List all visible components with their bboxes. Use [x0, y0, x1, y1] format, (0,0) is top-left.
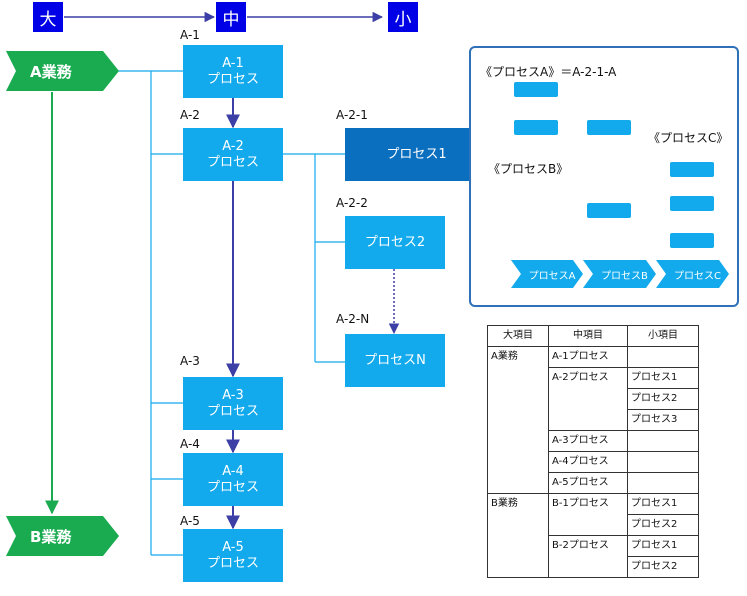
cell-small: プロセス1: [627, 493, 699, 515]
cell-mid: A-2プロセス: [548, 367, 628, 431]
process-a4-label: プロセス: [206, 479, 259, 495]
table-row: プロセス2: [488, 556, 699, 578]
cell-mid: A-4プロセス: [548, 451, 628, 473]
code-a5: A-5: [180, 514, 200, 528]
cell-small: [627, 472, 699, 494]
process-chevrons: [511, 260, 729, 288]
table-row: A-3プロセス: [488, 430, 699, 452]
cell-mid: B-1プロセス: [548, 493, 628, 536]
flow-step-a1: [514, 82, 558, 97]
cell-small: プロセス1: [627, 535, 699, 557]
table-row: A-5プロセス: [488, 472, 699, 494]
flow-step-c1: [670, 162, 714, 177]
process-2-box[interactable]: プロセス2: [345, 216, 445, 269]
level-minor-header: 小: [388, 2, 418, 32]
cell-small: プロセス1: [627, 367, 699, 389]
chevron-process-a: プロセスA: [528, 270, 576, 282]
panel-title-process-a: 《プロセスA》＝A-2-1-A: [480, 65, 617, 79]
hierarchy-table: 大項目 中項目 小項目 A業務 A-1プロセス A-2プロセス プロセス1 プロ…: [487, 325, 699, 578]
cell-small: プロセス2: [627, 514, 699, 536]
process-n-label: プロセスN: [364, 352, 426, 368]
process-a5-code: A-5: [222, 539, 244, 555]
process-a3-code: A-3: [222, 387, 244, 403]
process-1-box[interactable]: プロセス1: [345, 128, 488, 181]
cell-small: プロセス2: [627, 388, 699, 410]
b-business-tag: B業務: [30, 527, 72, 546]
cell-mid: A-1プロセス: [548, 346, 628, 368]
header-major: 大項目: [487, 325, 549, 347]
cell-small: [627, 430, 699, 452]
cell-mid: A-5プロセス: [548, 472, 628, 494]
code-a2n: A-2-N: [336, 312, 370, 326]
process-a3-label: プロセス: [206, 403, 259, 419]
process-a2-code: A-2: [222, 138, 244, 154]
process-a5-label: プロセス: [206, 555, 259, 571]
a-business-tag-shape: [6, 51, 119, 91]
process-a3-box[interactable]: A-3 プロセス: [183, 377, 283, 430]
cell-small: プロセス2: [627, 556, 699, 578]
flow-step-c3: [670, 233, 714, 248]
flow-step-a3: [587, 120, 631, 135]
cell-small: [627, 346, 699, 368]
table-row: B-2プロセス プロセス1: [488, 535, 699, 578]
code-a4: A-4: [180, 437, 200, 451]
chevron-process-b: プロセスB: [601, 270, 648, 282]
cell-a-major: A業務: [487, 346, 549, 494]
process-n-box[interactable]: プロセスN: [345, 334, 445, 387]
flow-step-c2: [670, 196, 714, 211]
flow-step-b1: [587, 203, 631, 218]
process-a2-box[interactable]: A-2 プロセス: [183, 128, 283, 181]
code-a2: A-2: [180, 108, 200, 122]
header-minor: 小項目: [627, 325, 699, 347]
panel-title-process-c: 《プロセスC》: [648, 131, 729, 145]
cell-b-major: B業務: [487, 493, 549, 578]
flow-step-a2: [514, 120, 558, 135]
panel-title-process-b: 《プロセスB》: [488, 162, 569, 176]
process-a5-box[interactable]: A-5 プロセス: [183, 529, 283, 582]
table-row: A業務 A-1プロセス: [487, 346, 699, 494]
process-a1-box[interactable]: A-1 プロセス: [183, 45, 283, 98]
a-business-tag: A業務: [30, 62, 72, 81]
level-middle-header: 中: [216, 2, 246, 32]
cell-small: プロセス3: [627, 409, 699, 431]
table-row: A-2プロセス プロセス1: [488, 367, 699, 431]
table-header-row: 大項目 中項目 小項目: [487, 325, 699, 347]
process-a1-code: A-1: [222, 55, 244, 71]
level-major-header: 大: [33, 2, 63, 32]
chevron-process-c: プロセスC: [674, 270, 721, 282]
process-a4-code: A-4: [222, 463, 244, 479]
b-business-tag-shape: [6, 516, 119, 556]
code-a22: A-2-2: [336, 196, 368, 210]
header-middle: 中項目: [548, 325, 628, 347]
cell-mid: A-3プロセス: [548, 430, 628, 452]
process-a4-box[interactable]: A-4 プロセス: [183, 453, 283, 506]
process-a2-label: プロセス: [206, 154, 259, 170]
code-a1: A-1: [180, 28, 200, 42]
table-row: B業務 B-1プロセス プロセス1: [487, 493, 699, 578]
process-2-label: プロセス2: [364, 234, 426, 250]
process-a1-label: プロセス: [206, 71, 259, 87]
code-a21: A-2-1: [336, 108, 368, 122]
code-a3: A-3: [180, 354, 200, 368]
cell-small: [627, 451, 699, 473]
cell-mid: B-2プロセス: [548, 535, 628, 578]
process-1-label: プロセス1: [386, 146, 447, 162]
